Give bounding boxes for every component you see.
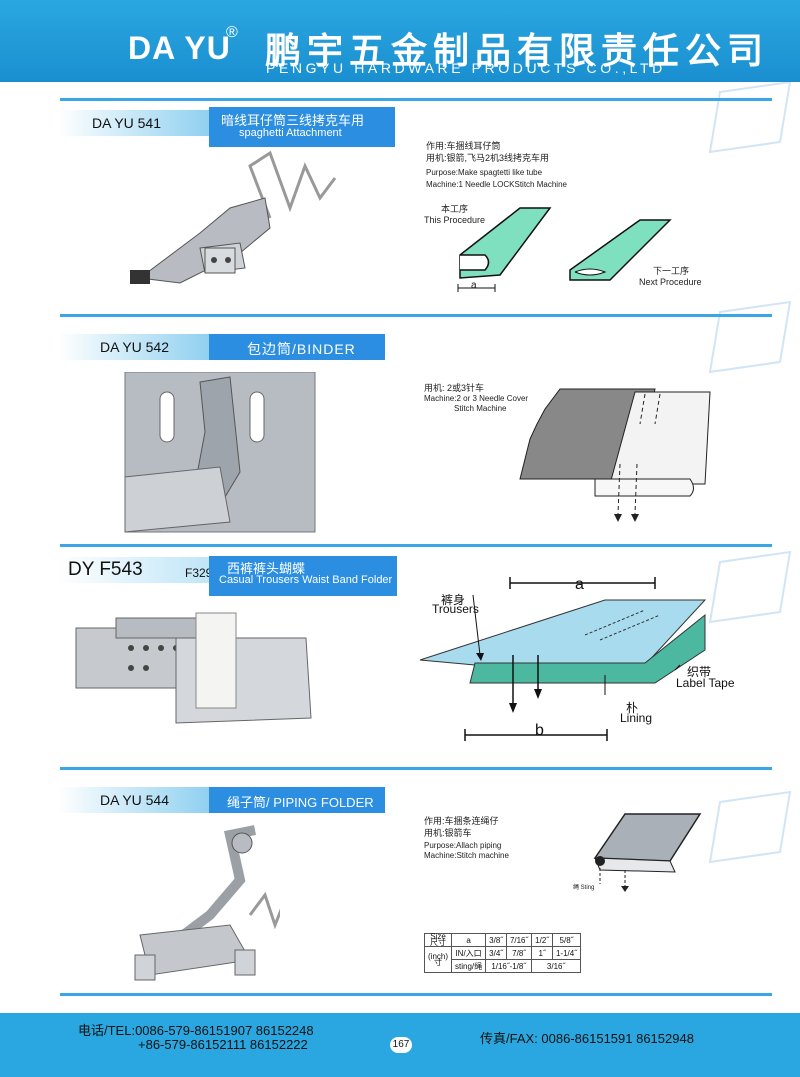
this-procedure-en: This Procedure (424, 215, 486, 225)
product-code-tag: DA YU 544 (58, 787, 210, 813)
section-divider (60, 314, 772, 317)
company-name-cn: 鹏宇五金制品有限责任公司 (265, 30, 770, 71)
section-divider (60, 993, 772, 996)
product-name-en: spaghetti Attachment (239, 127, 342, 139)
lining-label-cn: 朴 (626, 701, 639, 715)
piping-folder-image (134, 825, 280, 981)
company-name-en: PENGYU HARDWARE PRODUCTS CO.,LTD (266, 60, 666, 76)
waist-band-diagram (419, 577, 707, 741)
product-code-tag: DA YU 541 (58, 110, 210, 136)
binder-image (124, 372, 316, 533)
product-name-cn: 西裤裤头蝴蝶 (227, 561, 306, 576)
product-code-tag: DY F543 F329 (58, 557, 213, 583)
product-code-sub: F329 (185, 566, 213, 580)
waist-band-folder-image (75, 612, 312, 724)
product-name-tag: 绳子筒/ PIPING FOLDER (209, 787, 385, 813)
product-name-en: Casual Trousers Waist Band Folder (219, 574, 393, 586)
product-name-tag: 西裤裤头蝴蝶 Casual Trousers Waist Band Folder (209, 556, 397, 596)
procedure-diagram (457, 207, 672, 292)
header-banner (0, 0, 800, 82)
product-code-tag: DA YU 542 (58, 334, 210, 360)
brand-logo: DA YU (128, 30, 231, 66)
product-name-tag: 包边筒/BINDER (209, 334, 385, 360)
spaghetti-attachment-image (130, 150, 337, 284)
trousers-label-cn: 裤身 (441, 593, 466, 607)
label-tape-en: Label Tape (676, 676, 735, 690)
sting-label: 绳 Sting (573, 885, 595, 891)
product-name: 包边筒/BINDER (247, 341, 356, 357)
section-divider (60, 98, 772, 101)
next-procedure-cn: 下一工序 (653, 266, 690, 276)
section-divider (60, 767, 772, 770)
watermark-pattern (708, 82, 792, 864)
footer-tel-1: 电话/TEL:0086-579-86151907 86152248 (78, 1023, 314, 1038)
binder-diagram (519, 388, 711, 522)
dimension-label-b: b (535, 722, 544, 739)
section-divider (60, 544, 772, 547)
product-code: DA YU 541 (92, 115, 162, 131)
dimension-label-a: a (471, 280, 477, 291)
spec-text: 作用:车捆线耳仔筒 用机:银箭,飞马2机3线拷克车用 Purpose:Make … (426, 141, 567, 189)
next-procedure-en: Next Procedure (639, 277, 702, 287)
label-tape-cn: 织带 (687, 665, 712, 679)
product-code: DA YU 544 (100, 792, 170, 808)
product-code: DA YU 542 (100, 339, 170, 355)
lining-label-en: Lining (620, 711, 653, 725)
footer-tel-2: +86-579-86152111 86152222 (138, 1037, 308, 1052)
footer-fax: 传真/FAX: 0086-86151591 86152948 (480, 1031, 694, 1046)
this-procedure-cn: 本工序 (441, 204, 469, 214)
product-name-tag: 暗线耳仔筒三线拷克车用 spaghetti Attachment (209, 107, 395, 147)
product-name: 绳子筒/ PIPING FOLDER (227, 795, 374, 810)
trousers-label-en: Trousers (432, 602, 479, 616)
dimension-label-a: a (575, 576, 584, 593)
spec-text: 用机: 2或3针车 Machine:2 or 3 Needle Cover St… (424, 383, 529, 413)
product-code: DY F543 (68, 559, 143, 580)
piping-diagram (593, 813, 702, 892)
spec-text: 作用:车捆条连绳仔 用机:银箭车 Purpose:Allach piping M… (424, 816, 509, 860)
registered-mark: ® (226, 24, 238, 41)
page-number: 167 (390, 1037, 412, 1053)
product-name-cn: 暗线耳仔筒三线拷克车用 (221, 113, 365, 128)
